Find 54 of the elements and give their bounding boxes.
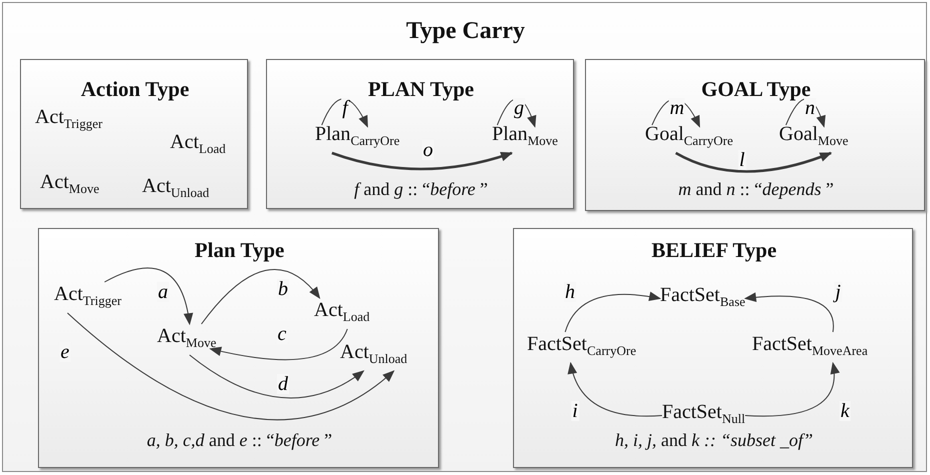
node-label: Act$_{Load}$ — [314, 298, 370, 329]
panel-title: Action Type — [80, 77, 190, 101]
node-label: FactSet$_{Base}$ — [660, 283, 746, 314]
arrow — [675, 152, 832, 173]
panel — [513, 228, 913, 468]
edge-label: j — [834, 282, 842, 302]
arrow — [652, 98, 700, 128]
arrow — [332, 152, 513, 170]
node-label: FactSet$_{MoveArea}$ — [752, 332, 868, 363]
panel-title: BELIEF Type — [650, 238, 778, 262]
edge-label: d — [277, 374, 289, 394]
node-label: Act$_{Move}$ — [40, 170, 100, 198]
edge-label: l — [738, 150, 746, 170]
panel-title: PLAN Type — [367, 77, 475, 101]
node-label: Plan$_{Move}$ — [492, 122, 558, 153]
node-label: FactSet$_{Null}$ — [662, 400, 746, 431]
node-label: h, i, j, and k :: “subset _of” — [614, 429, 814, 452]
node-label: Act$_{Unload}$ — [340, 340, 408, 371]
edge-label: o — [422, 140, 434, 160]
node-label: m and n :: “depends ” — [677, 178, 835, 201]
node-label: Plan$_{CarryOre}$ — [315, 122, 400, 153]
panel — [20, 59, 248, 209]
panel-title: Type Carry — [405, 19, 526, 43]
arrow — [496, 98, 536, 128]
node-label: Goal$_{Move}$ — [779, 122, 848, 153]
arrow — [568, 362, 662, 417]
node-label: a, b, c,d and e :: “before ” — [146, 429, 334, 452]
arrow — [104, 268, 193, 326]
panel — [38, 228, 439, 468]
panel — [266, 59, 574, 209]
panel-title: GOAL Type — [700, 77, 812, 101]
arrow — [200, 268, 320, 324]
node-label: Act$_{Trigger}$ — [35, 105, 102, 133]
arrow — [66, 312, 395, 420]
arrow — [209, 328, 348, 360]
arrow — [189, 354, 364, 398]
node-label: Act$_{Trigger}$ — [54, 282, 122, 313]
node-label: FactSet$_{CarryOre}$ — [527, 332, 636, 363]
edge-label: i — [571, 401, 579, 421]
panel — [585, 59, 925, 211]
edge-label: g — [513, 98, 525, 118]
arrow — [744, 292, 834, 332]
edge-label: k — [840, 401, 850, 421]
node-label: Goal$_{CarryOre}$ — [645, 122, 733, 153]
node-label: Act$_{Unload}$ — [142, 174, 210, 202]
edge-label: f — [341, 98, 349, 118]
arrow — [744, 362, 840, 417]
arrow — [564, 292, 662, 332]
arrow — [321, 98, 368, 128]
arrow — [785, 98, 826, 128]
panel-title: Plan Type — [194, 238, 286, 262]
node-label: Act$_{Load}$ — [170, 130, 226, 158]
node-label: Act$_{Move}$ — [157, 324, 216, 355]
node-label: f and g :: “before ” — [353, 178, 489, 201]
